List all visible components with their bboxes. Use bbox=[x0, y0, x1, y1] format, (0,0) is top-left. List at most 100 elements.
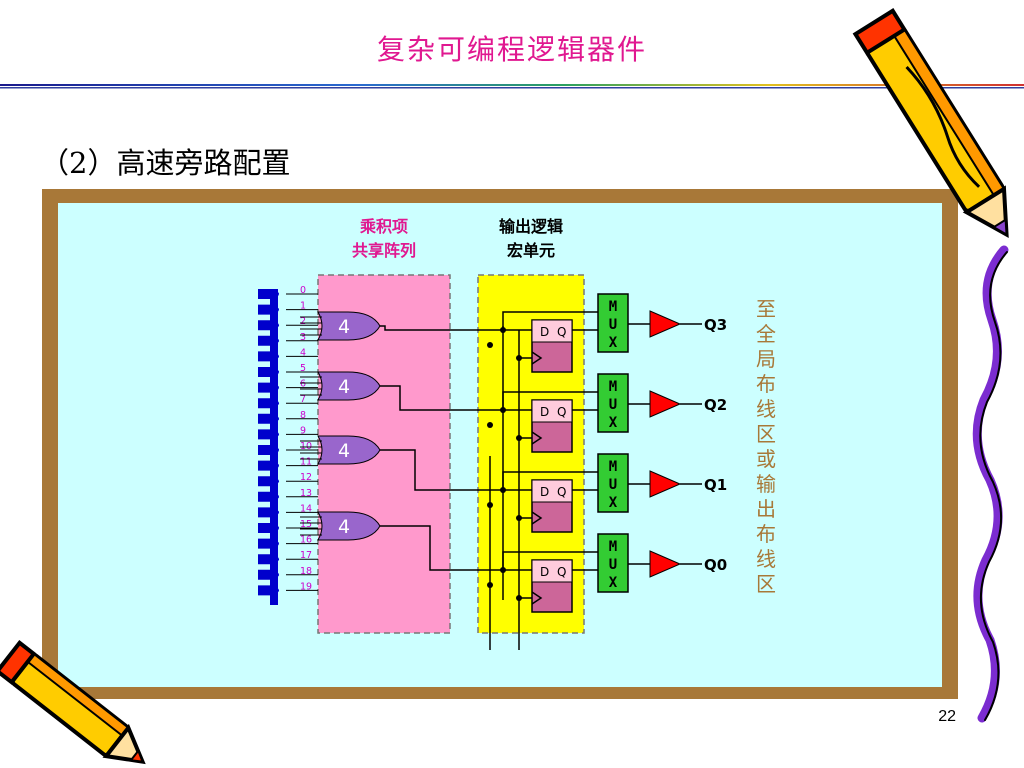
clock-triangle bbox=[531, 431, 543, 445]
or-gate-label: 4 bbox=[338, 376, 350, 398]
side-label-char: 区 bbox=[756, 572, 776, 596]
mux-letter: M bbox=[609, 299, 617, 315]
or-gate bbox=[317, 371, 381, 401]
input-number: 0 bbox=[300, 285, 306, 296]
mux bbox=[597, 533, 629, 593]
mux-letter: X bbox=[609, 335, 618, 351]
gate-to-ff-wire bbox=[380, 525, 532, 571]
or-gate-group: 4 4 4 4 bbox=[300, 311, 381, 541]
input-number: 13 bbox=[300, 488, 312, 499]
flipflop-q: Q bbox=[557, 565, 566, 579]
input-number: 2 bbox=[300, 316, 306, 327]
input-number: 16 bbox=[300, 535, 312, 546]
input-number: 9 bbox=[300, 425, 306, 436]
mux-letter: U bbox=[609, 557, 617, 573]
mux bbox=[597, 453, 629, 513]
mux-letter: M bbox=[609, 539, 617, 555]
flipflop-d: D bbox=[540, 325, 549, 339]
input-number: 14 bbox=[300, 503, 312, 514]
flipflop-label-area bbox=[531, 399, 573, 423]
junction-dot bbox=[516, 435, 522, 441]
junction-dot bbox=[487, 582, 493, 588]
input-number: 15 bbox=[300, 519, 312, 530]
product-term-label-line1: 乘积项 bbox=[359, 217, 408, 236]
title-rule bbox=[0, 84, 1024, 89]
output-buffer bbox=[649, 390, 682, 418]
output-label: Q2 bbox=[704, 396, 727, 414]
wiring bbox=[380, 311, 702, 650]
bypass-wire bbox=[502, 311, 598, 330]
flipflop-q: Q bbox=[557, 405, 566, 419]
junction-dot bbox=[487, 422, 493, 428]
page-number: 22 bbox=[938, 708, 956, 725]
junction-dot bbox=[516, 595, 522, 601]
output-label: Q1 bbox=[704, 476, 727, 494]
side-label-char: 全 bbox=[756, 322, 776, 346]
side-label-char: 线 bbox=[756, 547, 776, 571]
input-number: 17 bbox=[300, 550, 312, 561]
input-number: 6 bbox=[300, 379, 306, 390]
input-bus-bar bbox=[270, 289, 278, 605]
mux-letter: X bbox=[609, 415, 618, 431]
output-logic-label-line1: 输出逻辑 bbox=[499, 217, 563, 236]
clock-triangle bbox=[531, 351, 543, 365]
side-label-char: 或 bbox=[756, 447, 776, 471]
input-number: 1 bbox=[300, 301, 306, 312]
junction-dot bbox=[487, 342, 493, 348]
input-number: 11 bbox=[300, 457, 312, 468]
flipflop-d: D bbox=[540, 485, 549, 499]
side-label-char: 布 bbox=[756, 372, 776, 396]
mux-letter: M bbox=[609, 459, 617, 475]
mux-letter: U bbox=[609, 477, 617, 493]
or-gate bbox=[317, 435, 381, 465]
mux-letter: X bbox=[609, 575, 618, 591]
bypass-wire bbox=[502, 391, 598, 410]
mux-letter: X bbox=[609, 495, 618, 511]
clock-triangle bbox=[531, 511, 543, 525]
side-label-char: 区 bbox=[756, 422, 776, 446]
or-gate-label: 4 bbox=[338, 516, 350, 538]
input-number: 5 bbox=[300, 363, 306, 374]
or-gate bbox=[317, 311, 381, 341]
side-label-char: 至 bbox=[756, 297, 776, 321]
bypass-wire bbox=[502, 471, 598, 490]
output-label: Q0 bbox=[704, 556, 727, 574]
input-number: 7 bbox=[300, 394, 306, 405]
output-logic-label-line2: 宏单元 bbox=[507, 241, 555, 260]
mux-letter: U bbox=[609, 317, 617, 333]
flipflop-label-area bbox=[531, 559, 573, 583]
flipflop-label-area bbox=[531, 479, 573, 503]
side-label-char: 出 bbox=[756, 497, 776, 521]
gate-to-ff-wire bbox=[380, 449, 532, 491]
or-gate-label: 4 bbox=[338, 316, 350, 338]
junction-dot bbox=[516, 515, 522, 521]
input-number: 19 bbox=[300, 581, 312, 592]
slide-subtitle: （2）高速旁路配置 bbox=[40, 146, 291, 180]
or-gate bbox=[317, 511, 381, 541]
input-number: 3 bbox=[300, 332, 306, 343]
side-label-char: 输 bbox=[756, 472, 776, 496]
flipflop-d: D bbox=[540, 405, 549, 419]
side-label-char: 线 bbox=[756, 397, 776, 421]
mux bbox=[597, 373, 629, 433]
junction-dot bbox=[516, 355, 522, 361]
input-number: 12 bbox=[300, 472, 312, 483]
gate-to-ff-wire bbox=[380, 385, 532, 411]
output-buffer bbox=[649, 470, 682, 498]
flipflop-q: Q bbox=[557, 485, 566, 499]
flipflop-label-area bbox=[531, 319, 573, 343]
bypass-wire bbox=[502, 551, 598, 570]
input-number: 4 bbox=[300, 347, 306, 358]
mux-letter: U bbox=[609, 397, 617, 413]
junction-dot bbox=[487, 502, 493, 508]
clock-triangle bbox=[531, 591, 543, 605]
product-term-label-line2: 共享阵列 bbox=[352, 241, 416, 260]
flipflop-q: Q bbox=[557, 325, 566, 339]
output-buffer bbox=[649, 550, 682, 578]
side-label-char: 局 bbox=[756, 347, 776, 371]
